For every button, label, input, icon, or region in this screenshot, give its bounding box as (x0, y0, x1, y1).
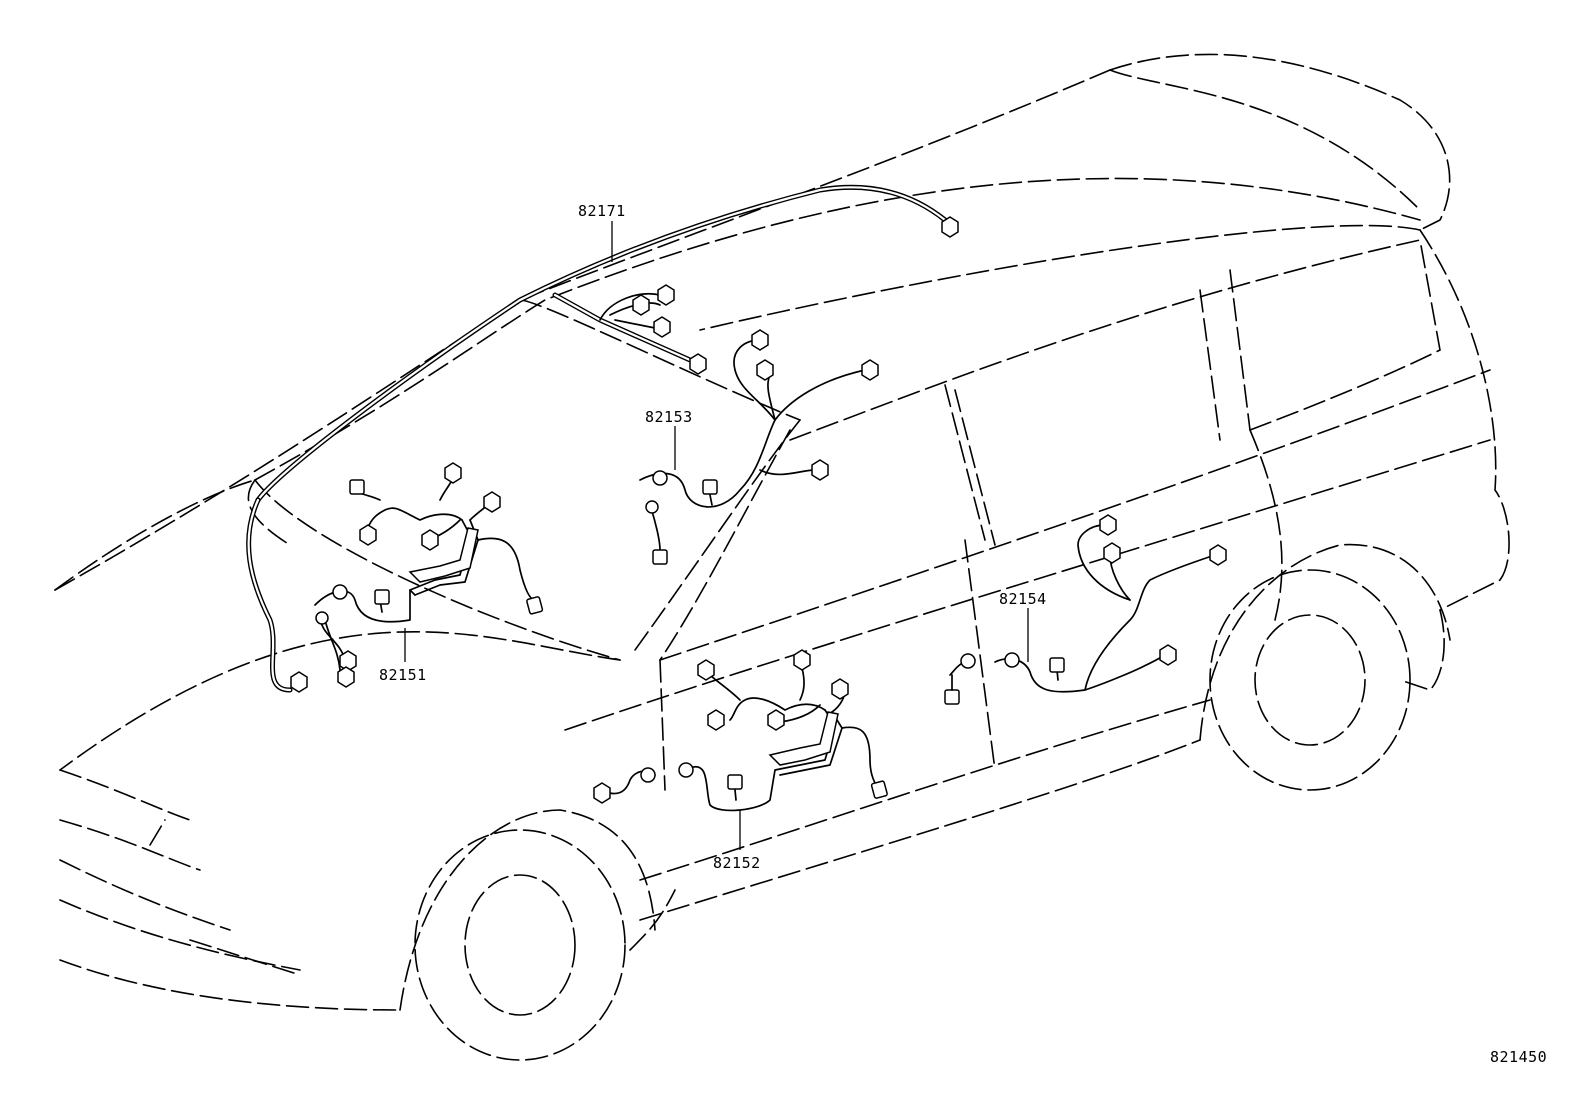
rear-wheel (1209, 569, 1411, 791)
harness-82152-connectors (593, 649, 888, 804)
harness-82153-connectors (652, 329, 879, 565)
front-wheel (414, 829, 626, 1061)
part-label-82151[interactable]: 82151 (379, 666, 427, 684)
vehicle-body-outline (54, 53, 1510, 1011)
harness-82151-connectors (337, 462, 544, 688)
part-label-82153[interactable]: 82153 (645, 408, 693, 426)
harness-82154-connectors (944, 514, 1227, 705)
harness-82153[interactable] (639, 339, 866, 551)
harness-82171-connectors (290, 216, 959, 693)
harness-82154[interactable] (949, 524, 1216, 693)
part-label-82152[interactable]: 82152 (713, 854, 761, 872)
harness-82171[interactable] (246, 184, 948, 693)
figure-reference-number: 821450 (1490, 1048, 1547, 1066)
part-label-82171[interactable]: 82171 (578, 202, 626, 220)
part-label-82154[interactable]: 82154 (999, 590, 1047, 608)
